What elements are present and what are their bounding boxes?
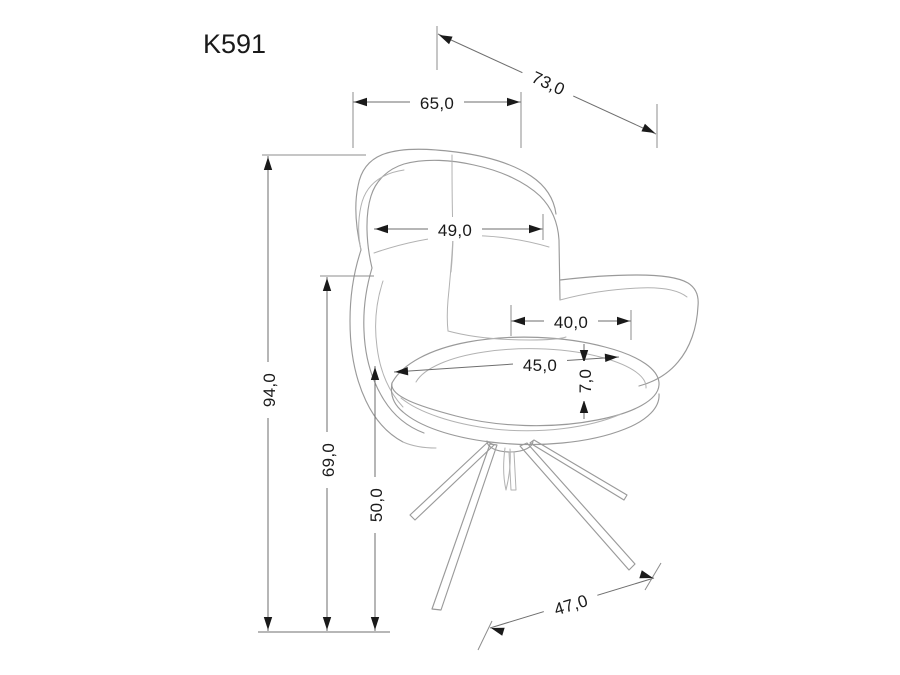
seat-back-junction [447,330,567,341]
seat-cushion-top [391,336,660,427]
dimension-94: 94,0 [256,154,366,631]
dim-94-label: 94,0 [260,373,279,407]
dim-45-label: 45,0 [523,356,557,375]
dim-69-label: 69,0 [319,443,338,477]
dim-69-label-group: 69,0 [315,432,339,488]
dimension-65: 65,0 [352,90,522,148]
leg-rear-center [508,451,517,491]
page-title: K591 [203,29,266,59]
dim-7-label-bg [572,361,595,401]
dimension-7: 7,0 [572,344,595,419]
leg-front-right [519,442,636,571]
dimension-45: 45,0 [393,352,620,377]
dim-47-label-bg [540,584,601,624]
dim-40-label: 40,0 [554,313,588,332]
dim-49-label-bg [428,217,482,241]
backrest-outer-shell [355,148,557,251]
dim-45-label-bg [513,352,567,376]
dim-73-label-bg [518,59,580,105]
leg-front-left [431,443,498,611]
dim-7-label-group: 7,0 [572,361,595,401]
dimension-73: 73,0 [436,26,658,148]
dimension-49: 49,0 [374,214,544,241]
seat-inner-seam [415,348,647,389]
center-column [503,447,511,491]
dim-94-label-group: 94,0 [256,362,280,418]
left-armrest-outer [349,249,404,443]
dim-50-label-bg [363,477,387,533]
leg-back-left [409,441,495,521]
dim-50-label: 50,0 [367,488,386,522]
dim-49-label: 49,0 [438,221,472,240]
seat-cushion-bottom-edge [390,382,660,446]
dim-45-line [393,356,620,373]
dim-50-label-group: 50,0 [363,477,387,533]
dim-40-label-bg [544,309,598,333]
right-armrest-top [559,274,699,307]
backrest-left-edge-band [358,169,405,251]
left-armrest-inner [363,267,425,434]
dim-65-label-bg [410,90,464,114]
seat-left-side-face [402,441,437,449]
backrest-front-face [366,159,561,301]
seat-front-rim [400,397,622,432]
dim-47-ext-left [477,620,493,651]
right-armrest-outer [638,305,699,387]
dim-65-label: 65,0 [420,94,454,113]
backrest-lower-panel [446,235,454,332]
leg-back-right [529,439,628,501]
dimension-50: 50,0 [363,366,387,631]
dim-69-label-bg [315,432,339,488]
dim-7-label: 7,0 [576,369,595,394]
dim-47-ext-right [644,562,662,591]
dimension-40: 40,0 [510,305,632,340]
dim-94-label-bg [256,362,280,418]
chair-illustration [349,148,699,611]
dimension-69: 69,0 [315,275,374,631]
right-armrest-inner-edge [559,287,688,301]
